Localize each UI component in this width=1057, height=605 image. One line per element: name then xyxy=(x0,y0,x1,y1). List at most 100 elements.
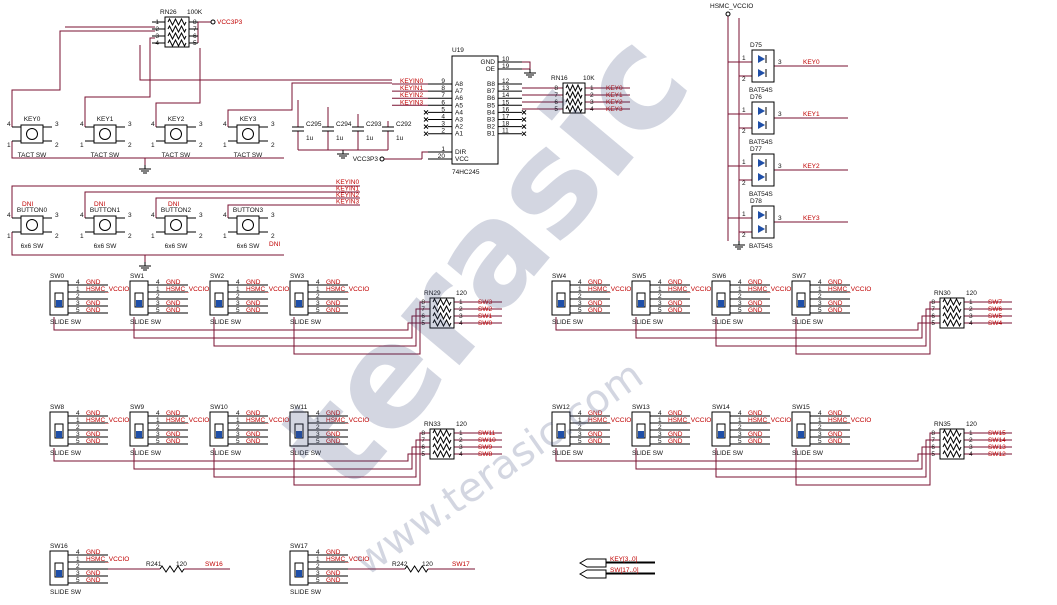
resistor-symbol xyxy=(432,318,452,328)
pin-number: 2 xyxy=(76,424,80,431)
pin-number: 2 xyxy=(199,233,203,240)
switch-actuator xyxy=(26,128,38,140)
switch-type: SLIDE SW xyxy=(50,450,82,457)
wire xyxy=(213,439,430,478)
wire xyxy=(139,45,392,81)
pin-name: B2 xyxy=(487,124,495,131)
switch-type: SLIDE SW xyxy=(792,319,824,326)
switch-ref: SW2 xyxy=(210,273,224,280)
slide-switch-knob xyxy=(296,300,302,307)
net-label: GND xyxy=(86,577,101,584)
net-label: GND xyxy=(86,570,101,577)
net-label: GND xyxy=(246,307,261,314)
port-symbol xyxy=(578,569,607,579)
net-label: GND xyxy=(828,431,843,438)
pin-number: 2 xyxy=(590,92,594,99)
net-label: SW12 xyxy=(988,451,1006,458)
net-label: KEY1 xyxy=(803,111,820,118)
switch-ref: KEY2 xyxy=(168,116,185,123)
pin-number: 3 xyxy=(778,59,782,66)
ref-designator: RN35 xyxy=(934,421,951,428)
net-label: SW6 xyxy=(988,306,1002,313)
resistor-symbol xyxy=(432,442,452,452)
pin-number: 1 xyxy=(223,142,227,149)
pin-number: 2 xyxy=(969,306,973,313)
slide-switch-body xyxy=(129,280,149,316)
pin-number: 1 xyxy=(156,417,160,424)
part-number: BAT54S xyxy=(749,191,773,198)
resistor-network xyxy=(939,297,965,329)
net-label: HSMC_VCCIO xyxy=(588,417,631,424)
pin-number: 7 xyxy=(931,437,935,444)
slide-switch-body xyxy=(289,280,309,316)
net-label: GND xyxy=(326,300,341,307)
switch-type: 6x6 SW xyxy=(21,243,45,250)
pin-number: 4 xyxy=(578,410,582,417)
pin-number: 3 xyxy=(199,212,203,219)
pin-number: 4 xyxy=(969,451,973,458)
pin-number: 3 xyxy=(969,313,973,320)
pin-number: 4 xyxy=(818,410,822,417)
resistor-symbol xyxy=(565,97,583,107)
slide-switch-body xyxy=(791,411,811,447)
pin-number: 4 xyxy=(7,212,11,219)
switch-ref: SW1 xyxy=(130,273,144,280)
pin-number: 4 xyxy=(658,279,662,286)
net-label: KEYIN0 xyxy=(336,179,360,186)
net-label: SW0 xyxy=(478,320,492,327)
wires-layer xyxy=(11,16,1012,570)
net-label: GND xyxy=(326,431,341,438)
net-label: HSMC_VCCIO xyxy=(710,3,753,10)
pin-number: 5 xyxy=(658,307,662,314)
pin-number: 4 xyxy=(76,279,80,286)
switch-ref: SW13 xyxy=(632,404,650,411)
pin-number: 2 xyxy=(742,128,746,135)
pin-number: 2 xyxy=(459,306,463,313)
net-label: KEY0 xyxy=(606,85,623,92)
pin-number: 8 xyxy=(931,430,935,437)
net-label: HSMC_VCCIO xyxy=(828,286,871,293)
pin-number: 1 xyxy=(76,556,80,563)
pin-number: 7 xyxy=(421,437,425,444)
net-label: GND xyxy=(668,438,683,445)
part-value: 120 xyxy=(456,421,467,428)
pin-name: A8 xyxy=(455,81,463,88)
net-label: SW13 xyxy=(988,444,1006,451)
pin-name: A3 xyxy=(455,117,463,124)
diode-symbol xyxy=(758,211,765,219)
slide-switch-knob xyxy=(798,300,804,307)
switch-ref: SW14 xyxy=(712,404,730,411)
pin-number: 2 xyxy=(156,293,160,300)
pin-number: 4 xyxy=(76,549,80,556)
pin-number: 3 xyxy=(738,300,742,307)
pin-name: GND xyxy=(481,59,496,66)
switch-ref: SW7 xyxy=(792,273,806,280)
diode-body xyxy=(751,205,775,239)
pin-number: 19 xyxy=(502,63,510,70)
pin-number: 4 xyxy=(7,121,11,128)
switch-body xyxy=(164,124,188,144)
pin-name: A2 xyxy=(455,124,463,131)
ref-designator: U19 xyxy=(452,47,464,54)
net-label: GND xyxy=(326,307,341,314)
net-label: GND xyxy=(668,300,683,307)
part-value: 10K xyxy=(583,75,595,82)
switch-type: SLIDE SW xyxy=(290,450,322,457)
net-label: KEYIN2 xyxy=(400,92,424,99)
slide-switch-knob xyxy=(718,300,724,307)
pin-number: 3 xyxy=(590,99,594,106)
pin-number: 4 xyxy=(738,410,742,417)
pin-name: A5 xyxy=(455,102,463,109)
ref-designator: D75 xyxy=(750,42,762,49)
pin-number: 4 xyxy=(578,279,582,286)
pin-number: 2 xyxy=(76,293,80,300)
net-label: KEYIN3 xyxy=(400,99,424,106)
slide-switch-body xyxy=(49,550,69,586)
net-label: GND xyxy=(668,410,683,417)
pin-number: 5 xyxy=(738,307,742,314)
port-symbol xyxy=(578,558,607,568)
resistor-network xyxy=(939,428,965,460)
wire xyxy=(555,317,940,331)
pin-name: B1 xyxy=(487,131,495,138)
switch-type: SLIDE SW xyxy=(712,450,744,457)
